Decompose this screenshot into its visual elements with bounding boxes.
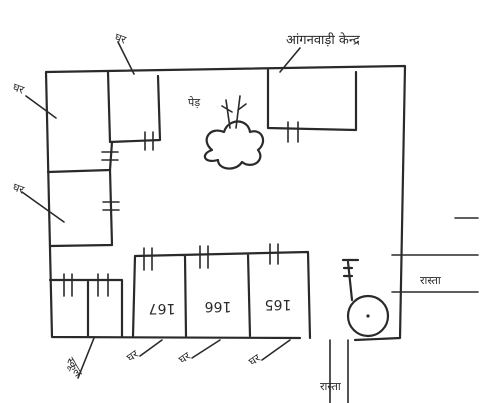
- house-number-166: 166: [205, 298, 232, 314]
- bottom-road-lines: [329, 339, 349, 403]
- leader-left-upper: [25, 95, 57, 119]
- outer-boundary: [44, 64, 407, 342]
- house-top-left: [106, 70, 162, 144]
- label-tree: पेड़: [188, 96, 200, 109]
- leader-left-lower: [21, 191, 65, 223]
- house-left-lower: [48, 168, 114, 248]
- leader-school: [77, 337, 95, 379]
- label-house-bottom-right: घर: [246, 351, 263, 368]
- tree-trunk: [221, 95, 247, 129]
- door-anganwadi: [287, 121, 299, 143]
- house-row-bottom: [131, 250, 312, 340]
- label-house-left-upper: घर: [11, 81, 26, 97]
- house-number-167: 167: [149, 300, 176, 316]
- house-number-165: 165: [265, 296, 292, 312]
- doors-row-bottom: [143, 243, 279, 271]
- label-house-bottom-mid: घर: [176, 349, 193, 366]
- leader-h165: [261, 339, 291, 361]
- well-center: [366, 314, 370, 318]
- label-house-top-left: घर: [113, 31, 128, 47]
- leader-anganwadi: [279, 47, 301, 73]
- right-road-lines: [391, 217, 479, 293]
- well-circle: [346, 294, 390, 338]
- leader-top-left: [117, 41, 135, 75]
- house-left-upper: [46, 140, 114, 174]
- label-anganwadi: आंगनवाड़ी केन्द्र: [286, 32, 361, 48]
- door-top-left: [144, 131, 154, 151]
- house-bottom-left: [48, 278, 124, 338]
- leader-h166: [191, 339, 221, 359]
- leader-h167: [139, 339, 163, 357]
- label-school: स्कूल: [63, 355, 85, 380]
- tree-canopy: [203, 120, 265, 170]
- doors-bottom-left: [63, 273, 109, 297]
- label-house-left-lower: घर: [11, 181, 26, 197]
- label-house-bottom-left: घर: [124, 347, 141, 364]
- anganwadi-building: [266, 68, 358, 132]
- handpump: [341, 258, 360, 302]
- label-road-bottom: रास्ता: [320, 380, 341, 393]
- label-road-right: रास्ता: [420, 274, 441, 287]
- doors-left: [101, 151, 120, 211]
